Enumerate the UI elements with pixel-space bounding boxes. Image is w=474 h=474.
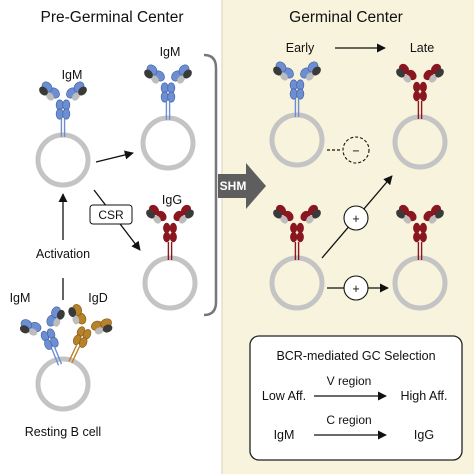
- activation-label: Activation: [36, 247, 90, 261]
- row2-mid: C region: [326, 413, 371, 427]
- row1-mid: V region: [327, 374, 372, 388]
- gc-early-igm-cell: [269, 112, 325, 168]
- minus-sign: −: [352, 144, 359, 158]
- pre-gc-igg-b-cell: [142, 255, 198, 311]
- activated-b-cell: [35, 132, 91, 188]
- minus-circle: [342, 136, 370, 164]
- pre-gc-bracket: [203, 53, 218, 317]
- activated-igm-label: IgM: [62, 68, 83, 82]
- resting-b-cell: [35, 356, 91, 412]
- gc-late-igg-cell-top: [392, 114, 448, 170]
- to-igm-arrow: [95, 150, 134, 163]
- gc-title: Germinal Center: [289, 9, 403, 26]
- csr-box: [89, 204, 133, 225]
- row2-right: IgG: [414, 428, 434, 442]
- early-label: Early: [286, 41, 315, 55]
- plus-sign-up: +: [352, 212, 359, 226]
- pre-gc-panel: [0, 0, 222, 474]
- shm-arrow: [218, 163, 266, 209]
- resting-b-cell-label: Resting B cell: [25, 425, 101, 439]
- resting-igd-label: IgD: [88, 291, 107, 305]
- row1-left: Low Aff.: [262, 389, 306, 403]
- selection-title: BCR-mediated GC Selection: [276, 349, 435, 363]
- gc-late-igg-cell-bottom: [392, 255, 448, 311]
- csr-label: CSR: [98, 208, 124, 222]
- pre-gc-igm-label: IgM: [160, 45, 181, 59]
- shm-label: SHM: [220, 179, 247, 193]
- pre-gc-igm-b-cell: [140, 115, 196, 171]
- gc-early-igg-cell: [269, 255, 325, 311]
- plus-circle-up: [343, 205, 369, 231]
- plus-sign-right: +: [352, 282, 359, 296]
- pre-gc-igg-label: IgG: [162, 193, 182, 207]
- row1-right: High Aff.: [400, 389, 447, 403]
- plus-circle-right: [343, 275, 369, 301]
- pre-gc-title: Pre-Germinal Center: [41, 9, 184, 26]
- resting-igm-label: IgM: [10, 291, 31, 305]
- selection-box: [249, 335, 463, 461]
- late-label: Late: [410, 41, 434, 55]
- row2-left: IgM: [274, 428, 295, 442]
